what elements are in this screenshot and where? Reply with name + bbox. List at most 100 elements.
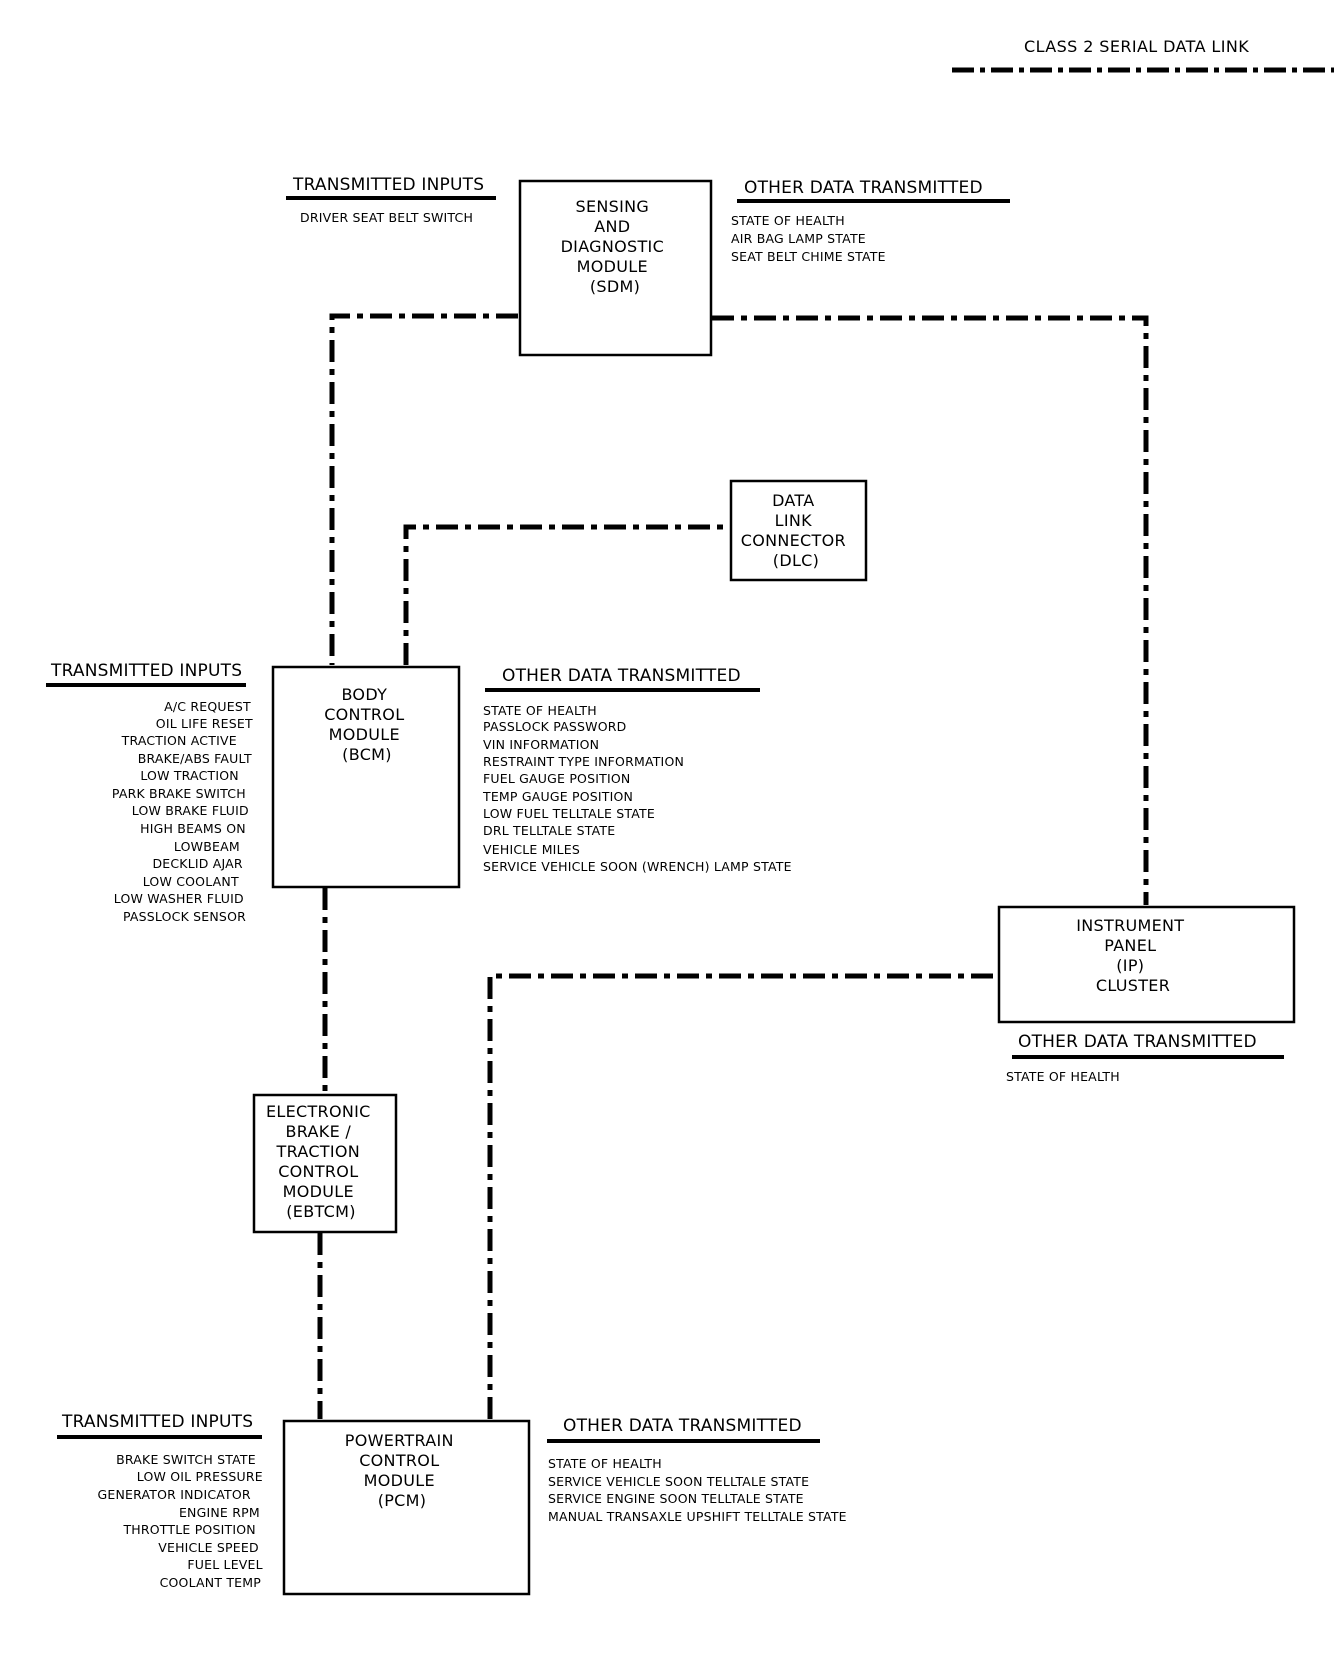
module-dlc: DATA LINK CONNECTOR (DLC) [729,479,868,582]
pcm-inputs-heading: TRANSMITTED INPUTS [61,1412,253,1432]
pcm-inputs: TRANSMITTED INPUTS BRAKE SWITCH STATE LO… [57,1412,267,1590]
module-pcm: POWERTRAIN CONTROL MODULE (PCM) [282,1419,531,1596]
pcm-output-item: SERVICE VEHICLE SOON TELLTALE STATE [548,1474,809,1489]
bcm-label-line: CONTROL [324,705,404,724]
sdm-label-line: DIAGNOSTIC [561,237,664,256]
serial-data-links [317,313,1149,1419]
bcm-label-line: (BCM) [342,745,392,764]
pcm-output-item: STATE OF HEALTH [548,1456,662,1471]
sdm-inputs-heading: TRANSMITTED INPUTS [292,175,484,195]
legend-label: CLASS 2 SERIAL DATA LINK [1024,37,1249,56]
sdm-outputs-list: STATE OF HEALTH AIR BAG LAMP STATE SEAT … [731,213,886,264]
pcm-input-item: THROTTLE POSITION [122,1522,255,1537]
ip-output-item: STATE OF HEALTH [1006,1069,1120,1084]
bcm-output-item: RESTRAINT TYPE INFORMATION [483,754,684,769]
pcm-input-item: LOW OIL PRESSURE [137,1469,263,1484]
bcm-inputs: TRANSMITTED INPUTS A/C REQUEST OIL LIFE … [46,661,257,924]
dlc-label-line: CONNECTOR [741,531,846,550]
dlc-label-line: LINK [775,511,813,530]
pcm-box [282,1419,531,1596]
dlc-label-line: DATA [772,491,814,510]
ip-label-line: (IP) [1116,956,1144,975]
bcm-outputs-list: STATE OF HEALTH PASSLOCK PASSWORD VIN IN… [482,703,792,874]
bcm-input-item: LOW TRACTION [140,768,238,783]
sdm-input-item: DRIVER SEAT BELT SWITCH [300,210,473,225]
sdm-output-item: SEAT BELT CHIME STATE [731,249,886,264]
ip-box [997,905,1296,1024]
bcm-outputs-heading: OTHER DATA TRANSMITTED [502,666,741,686]
pcm-outputs-list: STATE OF HEALTH SERVICE VEHICLE SOON TEL… [548,1456,847,1524]
sdm-output-item: STATE OF HEALTH [731,213,845,228]
ebtcm-label-line: BRAKE / [286,1122,352,1141]
sdm-label: SENSING AND DIAGNOSTIC MODULE (SDM) [561,197,670,296]
ebtcm-label: ELECTRONIC BRAKE / TRACTION CONTROL MODU… [266,1102,376,1221]
pcm-inputs-list: BRAKE SWITCH STATE LOW OIL PRESSURE GENE… [97,1452,267,1590]
bcm-output-item: VEHICLE MILES [483,842,580,857]
dlc-box [729,479,868,582]
sdm-inputs: TRANSMITTED INPUTS DRIVER SEAT BELT SWIT… [286,175,496,225]
bcm-inputs-list: A/C REQUEST OIL LIFE RESET TRACTION ACTI… [112,699,257,924]
pcm-input-item: GENERATOR INDICATOR [97,1487,250,1502]
bcm-input-item: A/C REQUEST [164,699,251,714]
sdm-label-line: SENSING [576,197,650,216]
module-sdm: SENSING AND DIAGNOSTIC MODULE (SDM) [518,179,713,357]
sdm-outputs: OTHER DATA TRANSMITTED STATE OF HEALTH A… [731,178,1010,264]
bcm-input-item: TRACTION ACTIVE [121,733,237,748]
link-sdm-ip [712,315,1149,905]
bcm-output-item: TEMP GAUGE POSITION [482,789,633,804]
link-pcm-ip [487,973,997,1419]
bcm-input-item: OIL LIFE RESET [156,716,253,731]
bcm-input-item: HIGH BEAMS ON [140,821,246,836]
ip-outputs-heading: OTHER DATA TRANSMITTED [1018,1032,1257,1052]
module-bcm: BODY CONTROL MODULE (BCM) [271,665,461,889]
ip-label-line: PANEL [1104,936,1156,955]
pcm-input-item: VEHICLE SPEED [158,1540,259,1555]
ebtcm-label-line: ELECTRONIC [266,1102,371,1121]
pcm-label-line: (PCM) [378,1491,427,1510]
sdm-outputs-heading: OTHER DATA TRANSMITTED [744,178,983,198]
pcm-output-item: MANUAL TRANSAXLE UPSHIFT TELLTALE STATE [548,1509,847,1524]
bcm-input-item: LOWBEAM [174,839,240,854]
pcm-input-item: COOLANT TEMP [160,1575,262,1590]
sdm-label-line: (SDM) [590,277,640,296]
bcm-output-item: STATE OF HEALTH [483,703,597,718]
pcm-label-line: CONTROL [359,1451,439,1470]
ip-label-line: CLUSTER [1096,976,1170,995]
bcm-output-item: FUEL GAUGE POSITION [483,771,630,786]
sdm-output-item: AIR BAG LAMP STATE [731,231,866,246]
bcm-label-line: BODY [341,685,387,704]
dlc-label-line: (DLC) [773,551,819,570]
bcm-label-line: MODULE [329,725,400,744]
ebtcm-label-line: (EBTCM) [286,1202,355,1221]
bcm-output-item: VIN INFORMATION [483,737,599,752]
ip-label: INSTRUMENT PANEL (IP) CLUSTER [1076,916,1190,995]
bcm-output-item: SERVICE VEHICLE SOON (WRENCH) LAMP STATE [483,859,792,874]
pcm-output-item: SERVICE ENGINE SOON TELLTALE STATE [548,1491,804,1506]
pcm-outputs: OTHER DATA TRANSMITTED STATE OF HEALTH S… [547,1416,847,1524]
module-ip: INSTRUMENT PANEL (IP) CLUSTER [997,905,1296,1024]
pcm-input-item: FUEL LEVEL [187,1557,262,1572]
bcm-output-item: LOW FUEL TELLTALE STATE [483,806,655,821]
ebtcm-label-line: TRACTION [276,1142,361,1161]
pcm-label: POWERTRAIN CONTROL MODULE (PCM) [345,1431,459,1510]
ebtcm-label-line: CONTROL [278,1162,358,1181]
ip-outputs: OTHER DATA TRANSMITTED STATE OF HEALTH [1006,1032,1284,1084]
bcm-box [271,665,461,889]
pcm-label-line: MODULE [364,1471,435,1490]
ebtcm-label-line: MODULE [283,1182,354,1201]
sdm-box [518,179,713,357]
sdm-label-line: AND [594,217,630,236]
ebtcm-box [252,1093,398,1234]
bcm-input-item: PARK BRAKE SWITCH [112,786,246,801]
bcm-output-item: PASSLOCK PASSWORD [483,719,626,734]
pcm-label-line: POWERTRAIN [345,1431,454,1450]
pcm-input-item: ENGINE RPM [179,1505,260,1520]
link-sdm-bcm [329,313,518,665]
bcm-input-item: PASSLOCK SENSOR [123,909,246,924]
dlc-label: DATA LINK CONNECTOR (DLC) [741,491,852,570]
pcm-outputs-heading: OTHER DATA TRANSMITTED [563,1416,802,1436]
bcm-label: BODY CONTROL MODULE (BCM) [324,685,410,764]
ip-label-line: INSTRUMENT [1076,916,1184,935]
link-bcm-dlc [403,524,730,665]
